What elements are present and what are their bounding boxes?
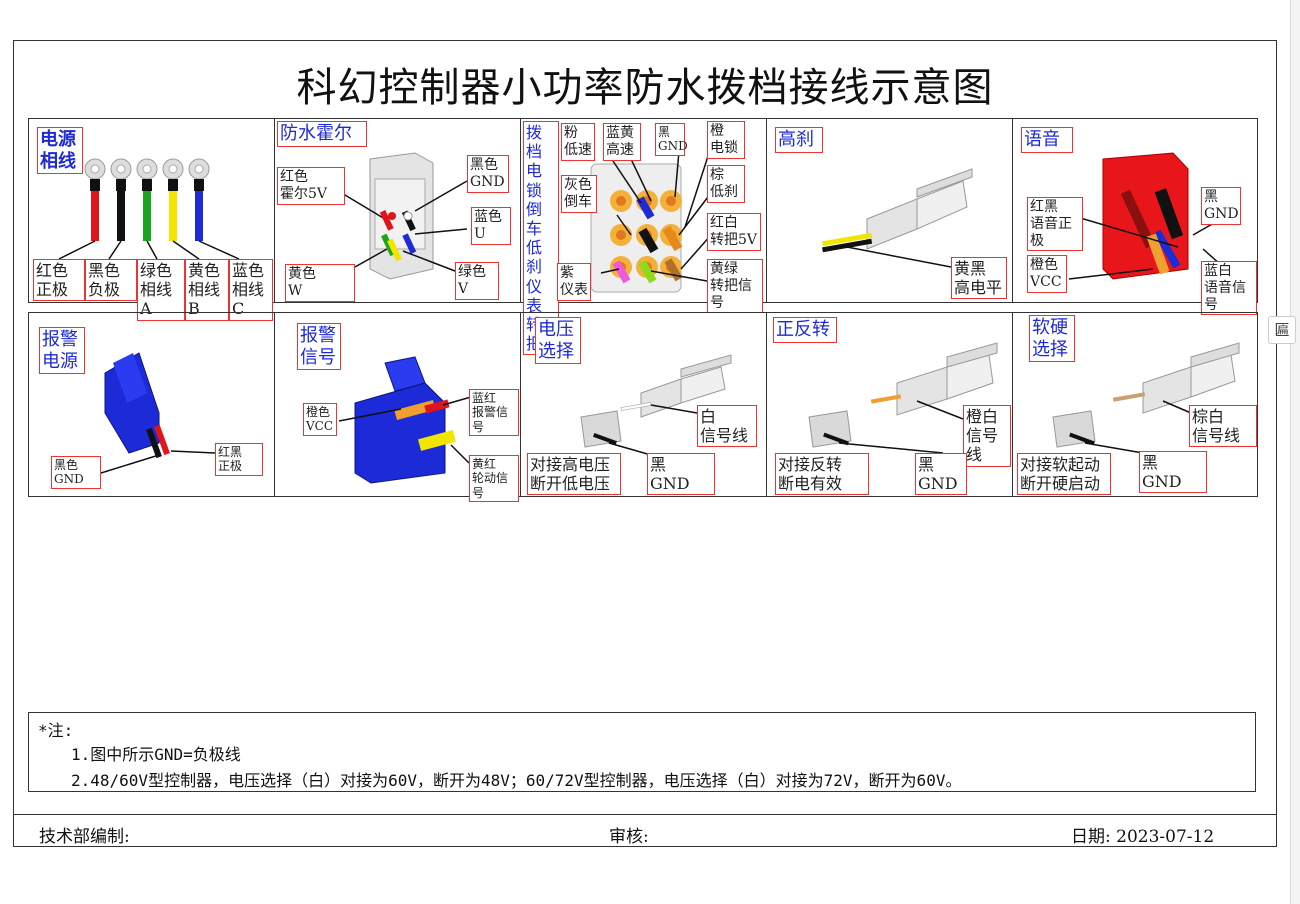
voice-orange-vcc-label: 橙色 VCC [1027,255,1067,293]
reverse-orange-white-signal-label: 橙白 信号线 [963,405,1011,467]
alarm-yellow-red-wheel-signal-label: 黄红 轮动信号 [469,455,519,503]
review-field: 审核: [609,827,649,847]
gear-black-gnd-label: 黑 GND [655,123,688,156]
reverse-panel: 正反转 橙白 信号线 对接反转 断电有效 黑 GND [767,313,1013,496]
editor-field: 技术部编制: [39,827,130,847]
phase-wire-illustration [58,158,240,260]
black-negative-label: 黑色 负极 [85,259,137,302]
note-line-2: 2.48/60V型控制器，电压选择（白）对接为60V，断开为48V；60/72V… [71,771,962,790]
multi-pin-connector-illustration [590,146,712,293]
voltage-select-panel: 电压 选择 白 信号线 对接高电压 断开低电压 黑 GND [521,313,767,496]
alarm-red-black-positive-label: 红黑 正极 [215,443,263,476]
reverse-heading: 正反转 [773,317,837,343]
reverse-connector-illustration [808,342,998,454]
soft-start-connect-note: 对接软起动 断开硬启动 [1017,453,1111,496]
soft-brown-white-signal-label: 棕白 信号线 [1189,405,1257,448]
gear-heading: 拨档 电锁 倒车 低刹 仪表 转把 [523,121,559,356]
voice-blue-white-signal-label: 蓝白 语音信号 [1201,261,1257,316]
diagram-row-2: 报警 电源 黑色 GND 红黑 正极 报警 信号 橙色 VCC 蓝红 报警信号 … [28,312,1259,503]
phase-wire-panel: 电源 相线 红色 正极 黑色 负极 绿色 相线A 黄色 相线B 蓝色 相线C [29,119,275,321]
hall-green-v-label: 绿色 V [455,262,499,300]
hall-black-gnd-label: 黑色 GND [467,155,509,193]
title-block-footer: 技术部编制: 审核: 日期: 2023-07-12 [13,814,1277,847]
high-brake-panel: 高刹 黄黑 高电平 [767,119,1013,302]
reverse-black-gnd-label: 黑 GND [915,453,967,496]
green-phase-a-label: 绿色 相线A [137,259,185,321]
blue-phase-c-label: 蓝色 相线C [229,259,273,321]
phase-heading: 电源 相线 [37,127,83,175]
soft-black-gnd-label: 黑 GND [1139,451,1207,494]
voice-red-black-positive-label: 红黑 语音正极 [1027,197,1083,252]
hall-sensor-panel: 防水霍尔 红色 霍尔5V 黑色 GND 蓝色 U 黄色 W 绿色 V [275,119,521,302]
hall-blue-u-label: 蓝色 U [471,207,511,245]
gear-brown-low-brake-label: 棕 低刹 [707,165,745,203]
gear-orange-lock-label: 橙 电锁 [707,121,745,159]
alarm-signal-heading: 报警 信号 [297,323,341,371]
hall-yellow-w-label: 黄色 W [285,264,355,302]
reverse-connect-note: 对接反转 断电有效 [775,453,869,496]
alarm-signal-panel: 报警 信号 橙色 VCC 蓝红 报警信号 黄红 轮动信号 [275,313,521,503]
alarm-power-heading: 报警 电源 [39,327,85,375]
soft-start-panel: 软硬 选择 棕白 信号线 对接软起动 断开硬启动 黑 GND [1013,313,1259,496]
soft-start-heading: 软硬 选择 [1029,315,1075,363]
alarm-power-connector-illustration [100,352,216,474]
alarm-black-gnd-label: 黑色 GND [51,456,101,489]
voltage-select-connector-illustration [580,354,732,456]
gear-purple-meter-label: 紫 仪表 [557,263,591,301]
voice-black-gnd-label: 黑 GND [1201,187,1241,225]
soft-start-connector-illustration [1052,342,1240,454]
gear-pink-low-speed-label: 粉 低速 [561,123,595,161]
gear-yellow-green-throttle-signal-label: 黄绿 转把信号 [707,259,763,314]
red-positive-label: 红色 正极 [33,259,85,302]
gear-blue-yellow-high-speed-label: 蓝黄 高速 [603,123,641,161]
high-brake-connector-illustration [822,168,973,268]
gear-lock-panel: 拨档 电锁 倒车 低刹 仪表 转把 粉 低速 蓝黄 高速 黑 GND 橙 电锁 … [521,119,767,356]
vertical-scrollbar[interactable] [1290,0,1300,904]
note-line-1: 1.图中所示GND=负极线 [71,745,241,764]
yellow-black-high-level-label: 黄黑 高电平 [951,257,1007,300]
voice-heading: 语音 [1021,127,1073,153]
gear-grey-reverse-label: 灰色 倒车 [561,175,597,213]
gear-red-white-throttle-5v-label: 红白 转把5V [707,213,761,251]
diagram-row-1: 电源 相线 红色 正极 黑色 负极 绿色 相线A 黄色 相线B 蓝色 相线C [28,118,1259,356]
drawing-frame [13,40,1277,847]
voltage-black-gnd-label: 黑 GND [647,453,715,496]
high-brake-heading: 高刹 [775,127,823,153]
hall-red-5v-label: 红色 霍尔5V [277,167,345,205]
voice-panel: 语音 红黑 语音正极 黑 GND 橙色 VCC 蓝白 语音信号 [1013,119,1259,316]
voltage-connect-note: 对接高电压 断开低电压 [527,453,621,496]
alarm-signal-connector-illustration [338,356,472,484]
yellow-phase-b-label: 黄色 相线B [185,259,229,321]
alarm-orange-vcc-label: 橙色 VCC [303,403,337,436]
voltage-white-signal-label: 白 信号线 [697,405,757,448]
notes-box: *注: 1.图中所示GND=负极线 2.48/60V型控制器，电压选择（白）对接… [28,712,1256,792]
notes-title: *注: [38,721,74,740]
alarm-power-panel: 报警 电源 黑色 GND 红黑 正极 [29,313,275,496]
date-field: 日期: 2023-07-12 [1071,827,1215,847]
page-title: 科幻控制器小功率防水拨档接线示意图 [296,65,994,111]
alarm-blue-red-signal-label: 蓝红 报警信号 [469,389,519,437]
hall-heading: 防水霍尔 [277,121,367,147]
voltage-heading: 电压 选择 [535,317,581,365]
floating-tool-icon[interactable]: 匾 [1268,316,1296,344]
hall-connector-illustration [334,152,468,280]
